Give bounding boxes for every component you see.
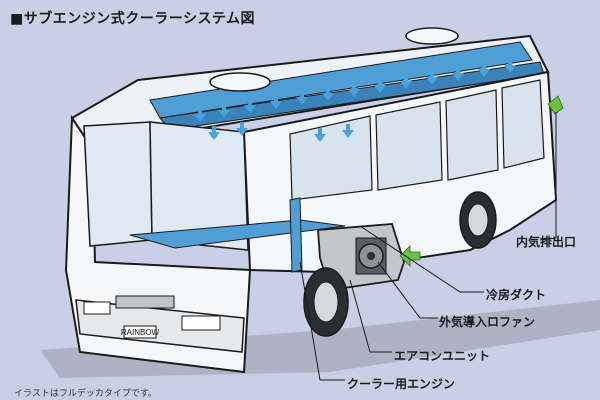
side-window-1 bbox=[289, 115, 373, 201]
leader-exhaust bbox=[539, 112, 557, 241]
callout-intake-fan: 外気導入ロファン bbox=[439, 315, 536, 329]
front-wheel-hub bbox=[313, 281, 339, 323]
grille bbox=[115, 295, 175, 309]
intake-arrow bbox=[399, 245, 421, 267]
leader-fan bbox=[377, 261, 438, 319]
airflow-arrows bbox=[194, 59, 516, 142]
roof-vent-rear bbox=[405, 27, 459, 45]
callout-lines bbox=[299, 112, 557, 381]
airflow-arrow bbox=[244, 99, 256, 113]
airflow-arrow bbox=[270, 95, 282, 109]
airflow-arrow bbox=[400, 75, 412, 89]
side-window-3 bbox=[445, 89, 499, 181]
leader-duct bbox=[359, 225, 484, 293]
airflow-arrow bbox=[218, 104, 230, 118]
airflow-arrow bbox=[374, 79, 386, 93]
airflow-arrow bbox=[504, 59, 516, 73]
airflow-arrow bbox=[208, 126, 220, 140]
airflow-arrow bbox=[478, 63, 490, 77]
license-plate bbox=[123, 325, 157, 339]
side-window-2 bbox=[375, 101, 443, 191]
image-caption: イラストはフルデッカタイプです。 bbox=[14, 389, 157, 399]
headlight-left bbox=[83, 301, 111, 315]
airflow-arrow bbox=[348, 83, 360, 97]
callout-exhaust-vent: 内気排出口 bbox=[516, 235, 577, 249]
airflow-arrow bbox=[452, 67, 464, 81]
bus-plate-text: RAINBOW bbox=[121, 328, 160, 337]
side-window-4 bbox=[501, 79, 545, 169]
airflow-arrow bbox=[296, 91, 308, 105]
airflow-arrow bbox=[322, 87, 334, 101]
exhaust-arrow bbox=[547, 95, 564, 115]
airflow-arrow bbox=[236, 122, 248, 136]
airflow-arrow bbox=[426, 71, 438, 85]
rear-wheel-hub bbox=[467, 203, 489, 237]
leader-unit bbox=[349, 279, 392, 353]
airflow-arrow bbox=[314, 128, 326, 142]
page-title: ■サブエンジン式クーラーシステム図 bbox=[10, 11, 256, 27]
vertical-duct bbox=[289, 197, 303, 273]
airflow-arrow bbox=[194, 108, 206, 122]
front-windshield bbox=[83, 121, 153, 247]
callout-ac-unit: エアコンユニット bbox=[394, 349, 491, 363]
intake-fan-hub bbox=[367, 252, 375, 260]
roof-vent-front bbox=[209, 72, 271, 92]
front-bumper bbox=[75, 299, 245, 353]
headlight-right bbox=[181, 315, 221, 331]
airflow-arrow bbox=[342, 124, 354, 138]
roof-duct-right bbox=[149, 41, 533, 119]
callout-cooling-duct: 冷房ダクト bbox=[486, 288, 547, 302]
leader-engine bbox=[299, 261, 345, 381]
callout-cooler-engine: クーラー用エンジン bbox=[347, 377, 456, 391]
